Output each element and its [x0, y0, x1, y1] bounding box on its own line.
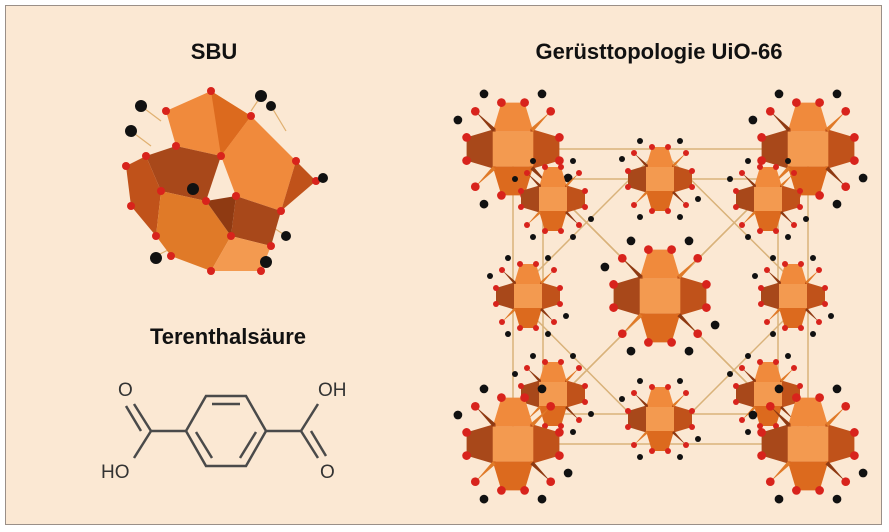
carbonyl-oxygen-right-label: O — [320, 462, 335, 483]
hydroxyl-left-label: HO — [101, 462, 130, 483]
linker-heading: Terenthalsäure — [149, 324, 307, 349]
figure-frame: SBU Gerüsttopologie UiO-66 Terenthalsäur… — [5, 5, 882, 525]
sbu-heading: SBU — [190, 39, 238, 64]
uio66-framework-illustration — [438, 74, 883, 519]
hydroxyl-right-label: OH — [318, 380, 347, 401]
terephthalic-acid-structure: O HO OH O — [56, 366, 401, 506]
sbu-cluster-illustration — [101, 86, 331, 286]
topology-heading: Gerüsttopologie UiO-66 — [535, 39, 783, 64]
carbonyl-oxygen-left-label: O — [118, 380, 133, 401]
